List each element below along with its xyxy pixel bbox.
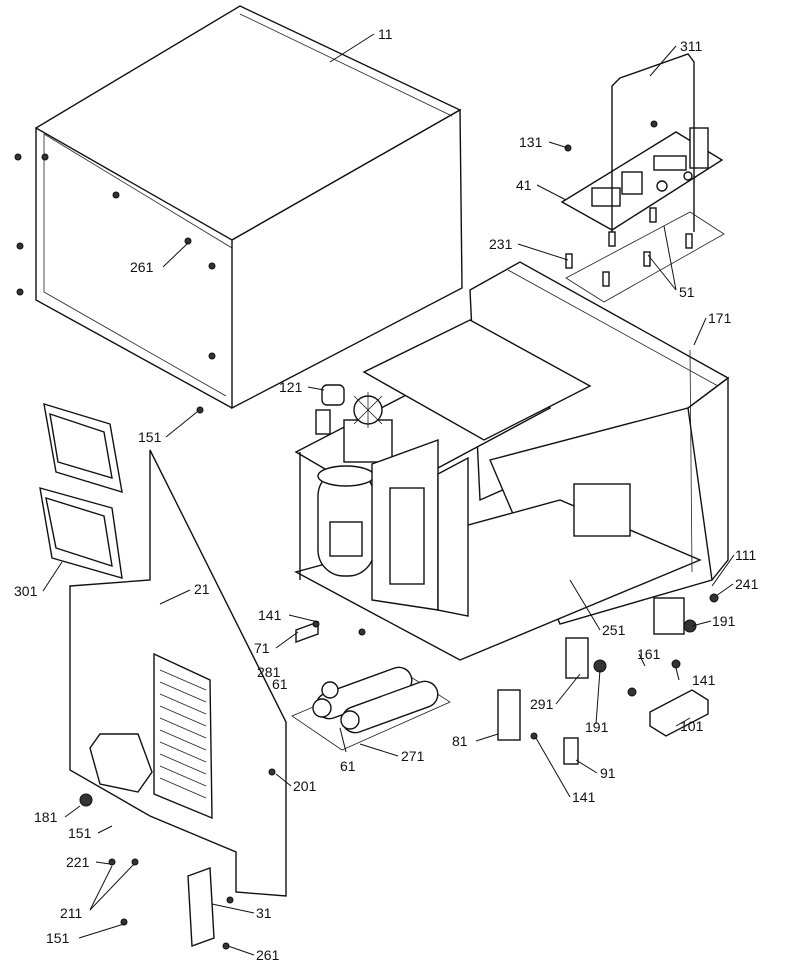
label-121: 121: [279, 379, 303, 395]
label-111: 111: [735, 547, 756, 563]
label-281: 281: [257, 664, 281, 680]
fuse-91: [563, 737, 579, 765]
terminal-block-101: [649, 689, 709, 737]
label-241: 241: [735, 576, 759, 592]
label-141-bottom: 141: [572, 789, 596, 805]
board-insulation-sheet: [565, 211, 725, 303]
label-261-bottom: 261: [256, 947, 280, 963]
switch-plate-111: [653, 597, 685, 635]
label-201: 201: [293, 778, 317, 794]
label-231: 231: [489, 236, 513, 252]
label-71: 71: [254, 640, 270, 656]
label-151-middle: 151: [68, 825, 92, 841]
label-61-bottom: 61: [340, 758, 356, 774]
plate-81: [497, 689, 521, 741]
label-141-right: 141: [692, 672, 716, 688]
label-101: 101: [680, 718, 704, 734]
part-labels: 11 311 131 41 231 51 171 261 121 151 301…: [14, 26, 759, 963]
label-301: 301: [14, 583, 38, 599]
label-311: 311: [680, 38, 703, 54]
handle-wire-311: [611, 53, 695, 240]
label-21: 21: [194, 581, 210, 597]
label-31: 31: [256, 905, 272, 921]
ice-deflectors-301: [39, 402, 123, 579]
label-211: 211: [60, 905, 83, 921]
label-41: 41: [516, 177, 532, 193]
label-251: 251: [602, 622, 626, 638]
bracket-71: [295, 621, 319, 643]
leader-lines: [42, 33, 735, 956]
label-191-center: 191: [585, 719, 609, 735]
top-cover-11: [34, 5, 463, 410]
label-271: 271: [401, 748, 425, 764]
front-panel-21: [69, 449, 287, 897]
thermostat-plate-291: [565, 637, 589, 679]
cover-screws: [14, 153, 216, 414]
label-221: 221: [66, 854, 90, 870]
label-191-right: 191: [712, 613, 736, 629]
label-61-top: 61: [272, 676, 288, 692]
label-151-top: 151: [138, 429, 162, 445]
spacers-51: [564, 120, 693, 287]
label-291: 291: [530, 696, 554, 712]
label-261-top: 261: [130, 259, 154, 275]
label-91: 91: [600, 765, 616, 781]
water-filters-61: [291, 666, 451, 751]
compressor: [317, 465, 375, 577]
label-181: 181: [34, 809, 58, 825]
label-171: 171: [708, 310, 732, 326]
fan-motor: [343, 392, 393, 463]
label-131: 131: [519, 134, 543, 150]
water-valve-121: [315, 384, 345, 435]
main-chassis: [294, 261, 730, 661]
circuit-board-41: [560, 127, 724, 231]
label-11: 11: [378, 26, 393, 42]
small-hardware: [79, 593, 719, 950]
label-161: 161: [637, 646, 661, 662]
support-column: [371, 439, 469, 617]
label-81: 81: [452, 733, 468, 749]
label-51: 51: [679, 284, 695, 300]
access-plate-31: [187, 867, 215, 947]
label-141-left: 141: [258, 607, 282, 623]
label-151-bottom: 151: [46, 930, 70, 946]
